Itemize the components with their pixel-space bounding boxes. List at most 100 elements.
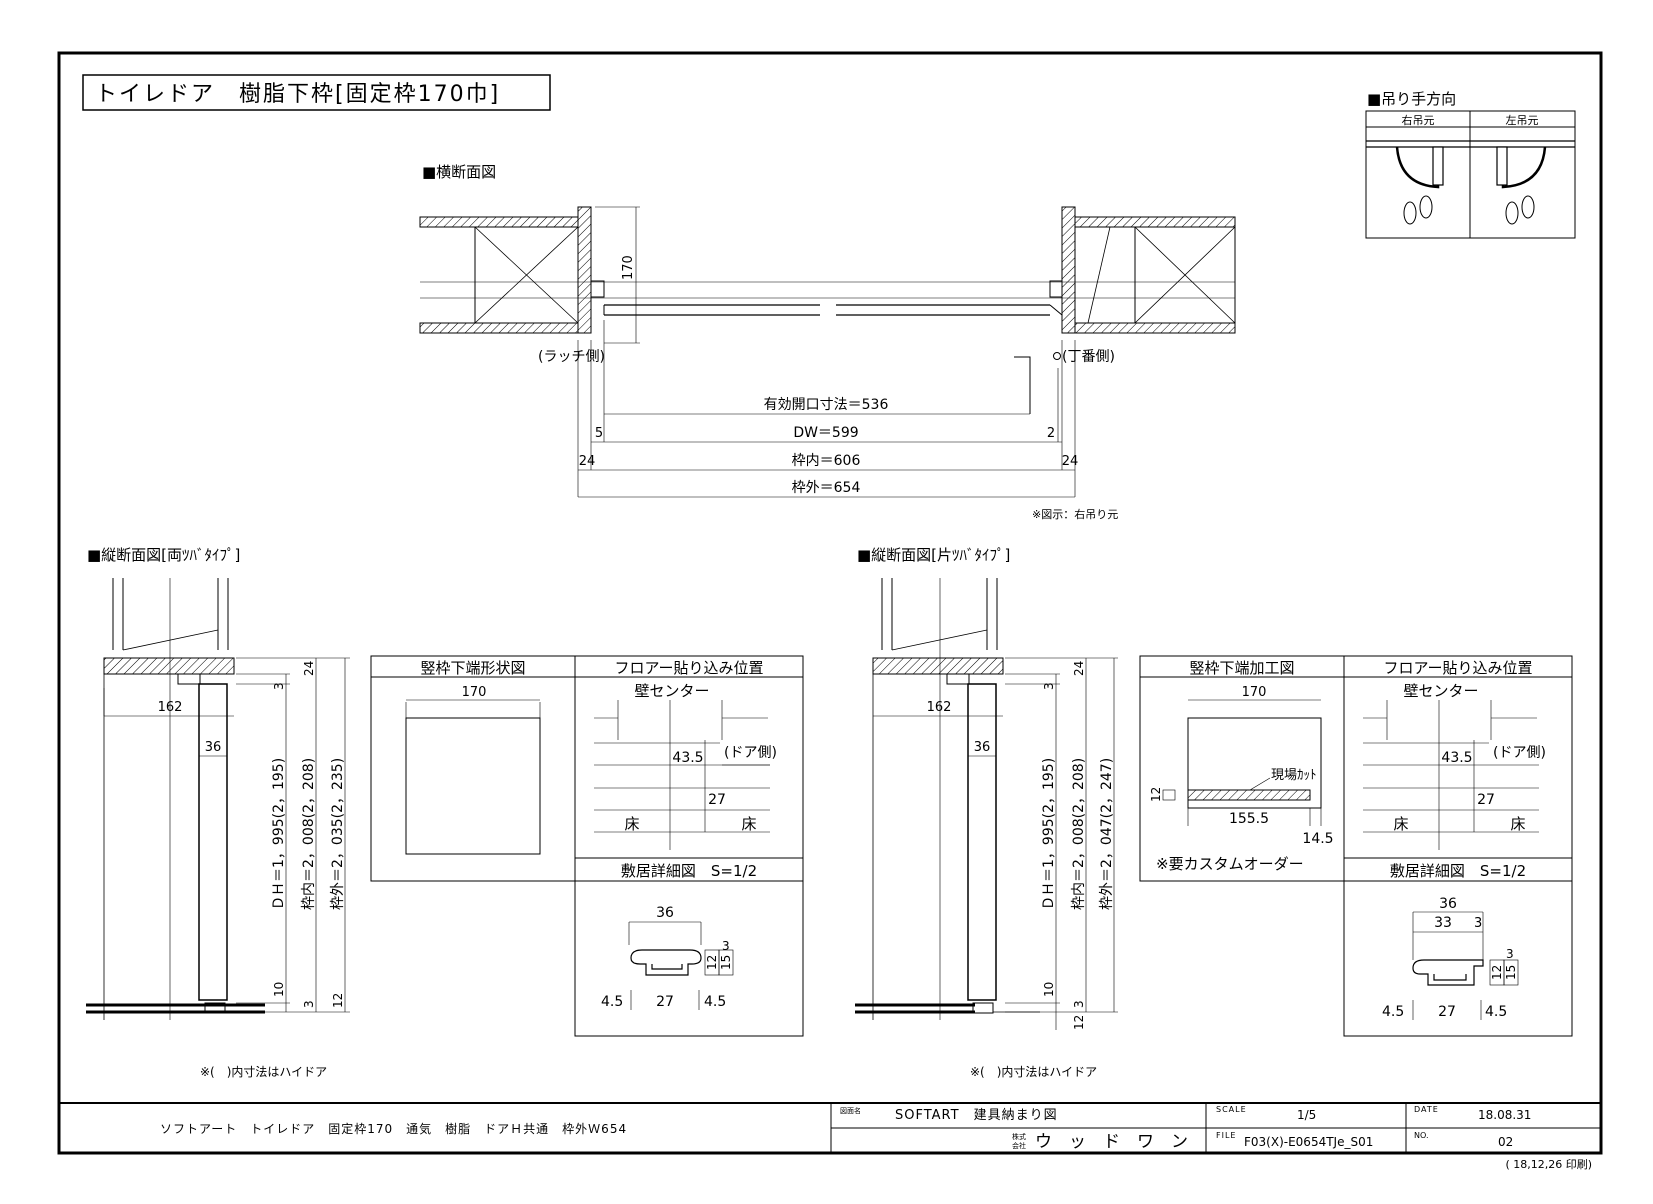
dim-162: 162 (158, 700, 183, 715)
sill-dim-12: 12 (1490, 965, 1504, 980)
left-table-col1: 竪枠下端形状図 (420, 659, 525, 677)
horizontal-section: ■横断面図 170 (ラッチ側) (419, 163, 1236, 521)
processing-dim-12: 12 (1149, 787, 1163, 802)
dh-dimension: ＤＨ＝1，995(2，195) (271, 758, 287, 910)
footprint-icon (1521, 195, 1535, 219)
dim-43-5: 43.5 (672, 750, 703, 766)
site-cut-label: 現場ｶｯﾄ (1271, 768, 1317, 783)
dim-3-bottom: 3 (302, 1000, 316, 1008)
processing-dim-155-5: 155.5 (1229, 811, 1269, 827)
sheet-border (57, 51, 1603, 1155)
right-detail-table: 竪枠下端加工図 フロアー貼り込み位置 170 現場ｶｯﾄ 12 155.5 14… (1139, 655, 1573, 1037)
hanging-direction: ■吊り手方向 右吊元 左吊元 (1365, 90, 1576, 239)
page-title: トイレドア 樹脂下枠[固定枠170巾] (95, 82, 500, 107)
door-leaf (967, 683, 997, 1001)
door-leaf (198, 683, 228, 1001)
dw-dimension: DW＝599 (793, 425, 858, 441)
drawing-name: SOFTART 建具納まり図 (895, 1108, 1058, 1123)
drawing-name-label: 図面名 (840, 1106, 861, 1115)
print-date: ( 18,12,26 印刷) (1505, 1158, 1592, 1171)
frame-outer-dimension: 枠外＝654 (792, 480, 861, 496)
sill-dim-3: 3 (722, 939, 730, 953)
left-section-heading: ■縦断面図[両ﾂﾊﾞﾀｲﾌﾟ] (87, 546, 240, 564)
hinge-frame (1061, 206, 1076, 334)
right-section-heading: ■縦断面図[片ﾂﾊﾞﾀｲﾌﾟ] (857, 546, 1010, 564)
sill-detail-title: 敷居詳細図 S=1/2 (1390, 862, 1526, 880)
outer-dimension: 枠外＝2，047(2，247) (1099, 758, 1115, 910)
file-value: F03(X)-E0654TJe_S01 (1244, 1135, 1373, 1149)
dim-43-5: 43.5 (1441, 750, 1472, 766)
frame-side-right: 24 (1062, 454, 1079, 469)
sill-dim-4-5-right: 4.5 (1485, 1004, 1507, 1020)
inner-dimension: 枠内＝2，008(2，208) (1071, 758, 1087, 910)
door-swing-left (1501, 146, 1547, 189)
sill-profile (1412, 959, 1484, 986)
hinge-pin-icon (1053, 352, 1061, 360)
dh-dimension: ＤＨ＝1，995(2，195) (1041, 758, 1057, 910)
right-shape-dim: 170 (1242, 685, 1267, 700)
sill-profile (630, 949, 702, 976)
wall-center: 壁センター (634, 682, 709, 700)
dim-3-bottom: 3 (1072, 1000, 1086, 1008)
frame-side-left: 24 (579, 454, 596, 469)
scale-value: 1/5 (1297, 1108, 1316, 1122)
sill-dim-27: 27 (1438, 1004, 1456, 1020)
sill-dim-33: 33 (1434, 915, 1452, 931)
right-hanging-label: 右吊元 (1402, 113, 1435, 127)
right-table-col1: 竪枠下端加工図 (1189, 659, 1294, 677)
footprint-icon (1419, 195, 1433, 219)
footprint-icon (1403, 201, 1417, 225)
company-label-2: 会社 (1012, 1141, 1026, 1150)
left-section-note: ※( )内寸法はハイドア (200, 1065, 327, 1079)
hinge-side-label: (丁番側) (1062, 349, 1115, 365)
company-label-1: 株式 (1012, 1132, 1026, 1141)
sill-dim-27: 27 (656, 994, 674, 1010)
processing-dim-14-5: 14.5 (1302, 831, 1333, 847)
latch-side-label: (ラッチ側) (538, 349, 605, 365)
left-table-col2: フロアー貼り込み位置 (614, 659, 763, 677)
sill-detail-title: 敷居詳細図 S=1/2 (621, 862, 757, 880)
door-swing-right (1395, 146, 1440, 189)
floor-right: 床 (741, 815, 756, 833)
horizontal-section-note: ※図示：右吊り元 (1032, 507, 1118, 521)
dim-24: 24 (1072, 661, 1086, 676)
right-section-note: ※( )内寸法はハイドア (970, 1065, 1097, 1079)
sill-dim-36: 36 (656, 905, 674, 921)
dim-170: 170 (621, 255, 636, 280)
vertical-section-both-flange: ■縦断面図[両ﾂﾊﾞﾀｲﾌﾟ] 162 36 3 24 (86, 546, 350, 1079)
sill-dim-15: 15 (1504, 965, 1518, 980)
dim-10: 10 (272, 982, 286, 997)
dim-12: 12 (331, 993, 345, 1008)
dim-36: 36 (205, 740, 222, 755)
dim-12: 12 (1072, 1015, 1086, 1030)
dw-right-offset: 2 (1047, 426, 1055, 441)
date-value: 18.08.31 (1478, 1108, 1531, 1122)
file-label: FILE (1216, 1131, 1236, 1140)
wall-center: 壁センター (1403, 682, 1478, 700)
sill-dim-4-5-left: 4.5 (601, 994, 623, 1010)
dim-36: 36 (974, 740, 991, 755)
left-shape-dim: 170 (462, 685, 487, 700)
dim-10: 10 (1042, 982, 1056, 997)
inner-dimension: 枠内＝2，008(2，208) (301, 758, 317, 910)
sill-dim-4-5-left: 4.5 (1382, 1004, 1404, 1020)
sill-dim-15: 15 (719, 955, 733, 970)
title-block-description: ソフトアート トイレドア 固定枠170 通気 樹脂 ドアＨ共通 枠外Ｗ654 (160, 1121, 627, 1136)
sill-dim-4-5-right: 4.5 (704, 994, 726, 1010)
dim-3-top: 3 (1042, 682, 1056, 690)
hanging-heading: ■吊り手方向 (1367, 90, 1456, 108)
sill-dim-3a: 3 (1474, 916, 1482, 931)
floor-right: 床 (1510, 815, 1525, 833)
door-side-label: (ドア側) (1493, 745, 1546, 761)
dw-left-offset: 5 (595, 426, 603, 441)
dim-162: 162 (927, 700, 952, 715)
horizontal-section-heading: ■横断面図 (422, 163, 496, 181)
no-value: 02 (1498, 1135, 1513, 1149)
latch-frame (577, 206, 592, 334)
effective-opening: 有効開口寸法＝536 (764, 397, 889, 413)
left-detail-table: 竪枠下端形状図 フロアー貼り込み位置 170 壁センター 43.5 (ドア側) … (370, 655, 804, 1037)
outer-dimension: 枠外＝2，035(2，235) (330, 758, 346, 910)
company-name: ウ ッ ド ワ ン (1035, 1132, 1188, 1152)
sill-dim-12: 12 (705, 955, 719, 970)
